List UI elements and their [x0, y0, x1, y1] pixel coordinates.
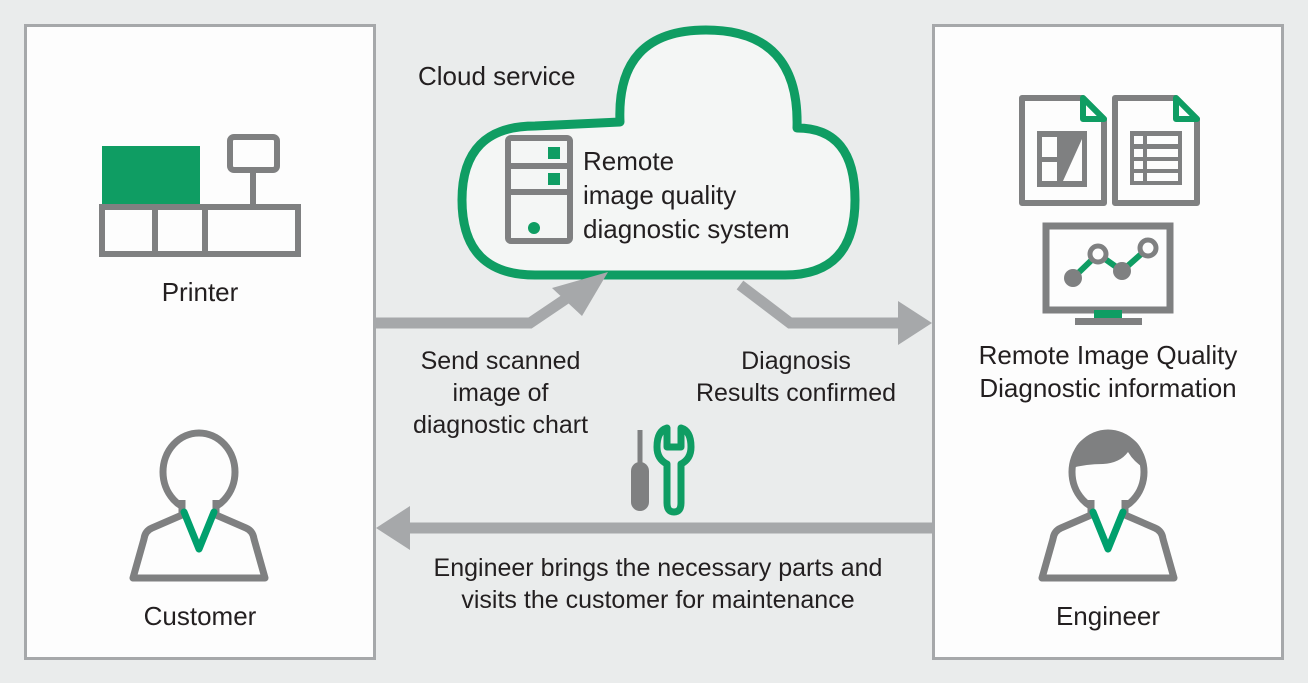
- arrow-send-scanned-image: [376, 272, 608, 329]
- screwdriver-and-wrench-icon: [631, 424, 695, 516]
- customer-label: Customer: [143, 601, 257, 631]
- person-engineer-icon: [1038, 429, 1178, 582]
- printer-label: Printer: [161, 277, 239, 307]
- server-tower-icon: [505, 135, 573, 244]
- engineer-label: Engineer: [1055, 601, 1161, 631]
- monitor-chart-icon: [1042, 222, 1174, 325]
- document-list-icon: [1112, 95, 1200, 206]
- arrow-maintenance-visit: [376, 506, 932, 550]
- arrow-diagnosis-results: [736, 280, 932, 345]
- flow-diagnosis-label: Diagnosis Results confirmed: [695, 347, 897, 407]
- document-chart-icon: [1019, 95, 1107, 206]
- flow-send-label: Send scanned image of diagnostic chart: [412, 347, 589, 439]
- diagnostic-info-label: Remote Image Quality Diagnostic informat…: [978, 340, 1238, 404]
- flow-maintenance-label: Engineer brings the necessary parts and …: [433, 554, 883, 614]
- person-icon: [129, 429, 269, 582]
- printer-icon: [99, 134, 301, 257]
- cloud-system-label: Remote image quality diagnostic system: [583, 146, 790, 244]
- cloud-service-caption: Cloud service: [418, 61, 576, 91]
